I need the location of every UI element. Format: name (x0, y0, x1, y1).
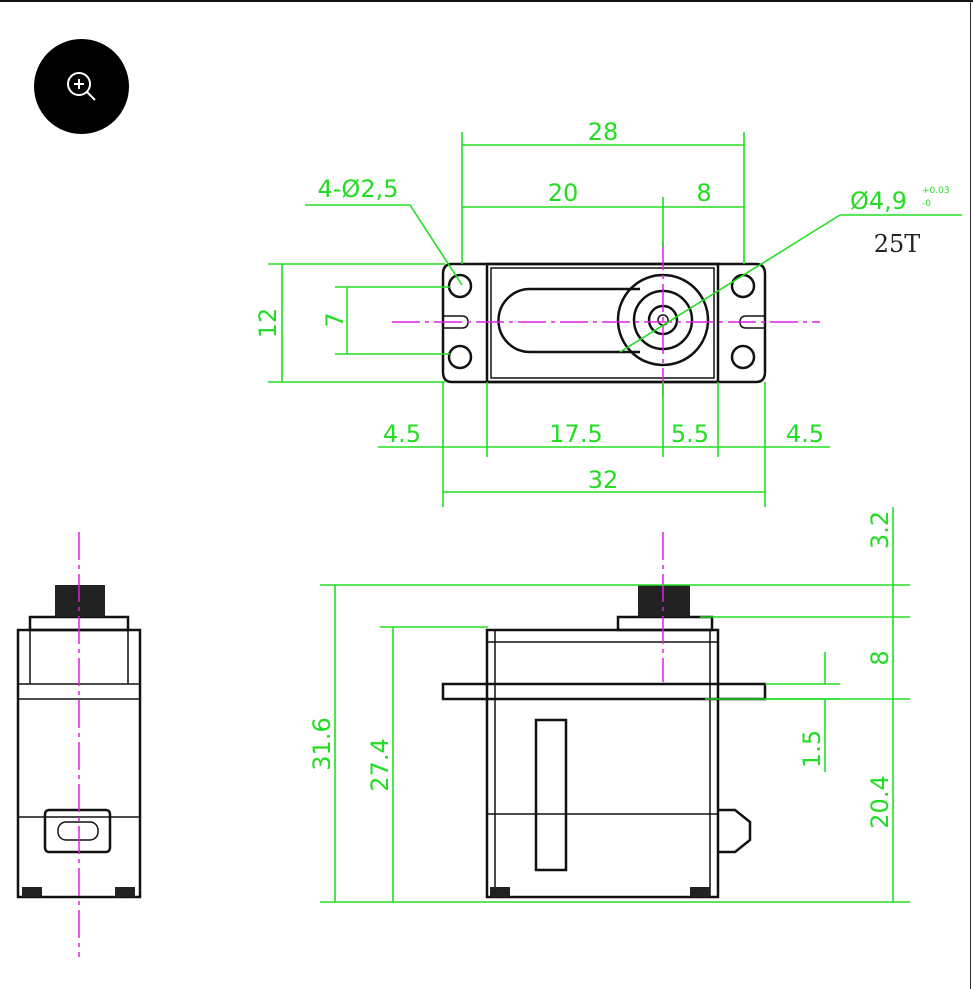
dim-8-height: 8 (866, 650, 894, 665)
dim-5-5: 5.5 (671, 420, 709, 448)
dim-20: 20 (548, 179, 579, 207)
dim-8: 8 (696, 179, 711, 207)
dim-32: 32 (588, 466, 619, 494)
spline-count: 25T (874, 230, 921, 258)
dim-4-5-left: 4.5 (383, 420, 421, 448)
shaft-tolerance-upper: +0.03 (922, 186, 950, 196)
dim-20-4: 20.4 (866, 775, 894, 828)
dim-28: 28 (588, 118, 619, 146)
dim-mounting-holes: 4-Ø2,5 (318, 175, 399, 203)
dim-1-5: 1.5 (798, 730, 826, 768)
top-view: 28 20 8 4-Ø2,5 Ø4,9 +0.03 -0 25T 12 7 4.… (254, 118, 962, 507)
dim-31-6: 31.6 (308, 717, 336, 770)
dim-3-2: 3.2 (866, 511, 894, 549)
dim-shaft-diameter: Ø4,9 (850, 187, 907, 215)
side-view (16, 532, 142, 957)
shaft-tolerance-lower: -0 (922, 199, 931, 209)
zoom-in-button[interactable] (34, 39, 129, 134)
dim-7: 7 (321, 312, 349, 327)
dim-17-5: 17.5 (549, 420, 602, 448)
dim-27-4: 27.4 (366, 738, 394, 791)
front-view: 31.6 27.4 3.2 8 1.5 20.4 (308, 507, 910, 903)
dim-4-5-right: 4.5 (786, 420, 824, 448)
dim-12: 12 (254, 308, 282, 339)
zoom-in-icon (66, 71, 96, 101)
